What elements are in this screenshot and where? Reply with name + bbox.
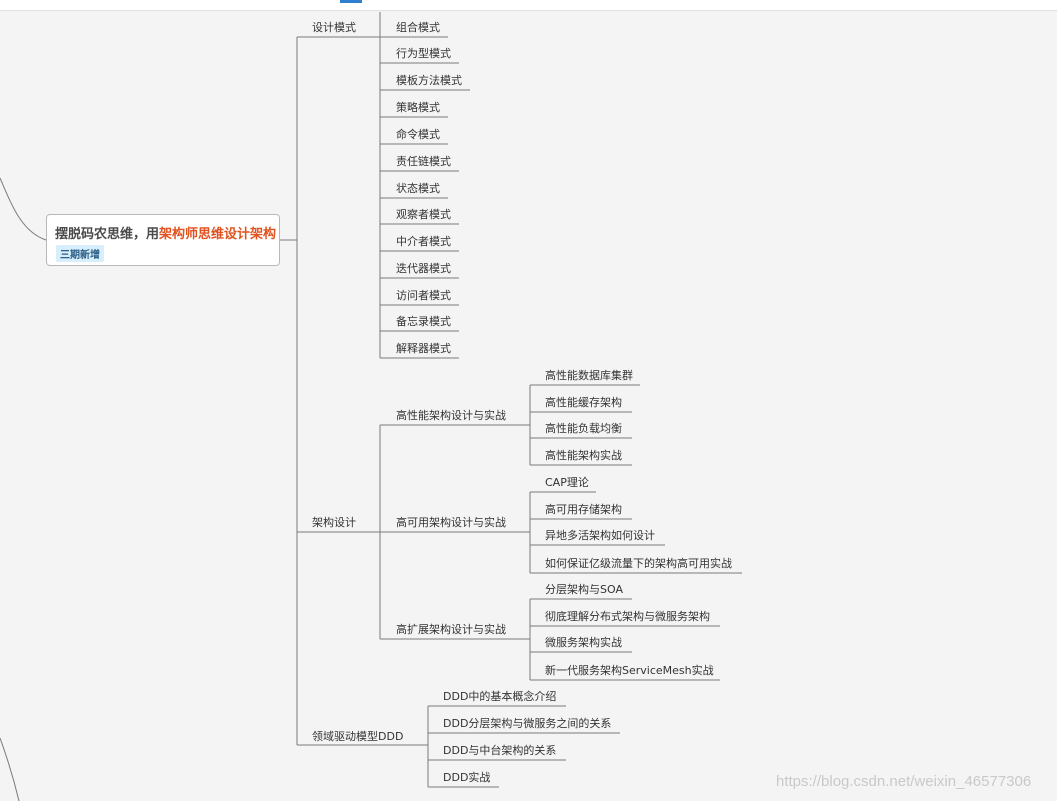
node-high-scalability[interactable]: 高扩展架构设计与实战	[396, 623, 506, 636]
root-title-highlight: 架构师思维设计架构	[159, 227, 277, 242]
top-bar	[0, 0, 1057, 11]
active-tab-indicator	[340, 0, 362, 3]
node-design-patterns[interactable]: 设计模式	[312, 21, 356, 34]
node-ddd[interactable]: 领域驱动模型DDD	[312, 730, 404, 743]
node-pattern[interactable]: 观察者模式	[396, 208, 451, 221]
node-pattern[interactable]: 备忘录模式	[396, 315, 451, 328]
node-pattern[interactable]: 访问者模式	[396, 289, 451, 302]
node-hp-item[interactable]: 高性能数据库集群	[545, 369, 633, 382]
root-tag-badge: 三期新增	[56, 245, 104, 262]
node-ddd-item[interactable]: DDD中的基本概念介绍	[443, 690, 557, 703]
node-pattern[interactable]: 中介者模式	[396, 235, 451, 248]
node-hp-item[interactable]: 高性能架构实战	[545, 449, 622, 462]
node-pattern[interactable]: 解释器模式	[396, 342, 451, 355]
root-title: 摆脱码农思维，用架构师思维设计架构	[55, 223, 276, 242]
node-high-performance[interactable]: 高性能架构设计与实战	[396, 409, 506, 422]
node-ddd-item[interactable]: DDD与中台架构的关系	[443, 744, 557, 757]
root-node[interactable]: 摆脱码农思维，用架构师思维设计架构 三期新增	[46, 214, 280, 266]
node-hp-item[interactable]: 高性能负载均衡	[545, 422, 622, 435]
watermark-url: https://blog.csdn.net/weixin_46577306	[776, 773, 1032, 790]
node-pattern[interactable]: 策略模式	[396, 101, 440, 114]
node-high-availability[interactable]: 高可用架构设计与实战	[396, 516, 506, 529]
node-pattern[interactable]: 模板方法模式	[396, 74, 462, 87]
node-hs-item[interactable]: 彻底理解分布式架构与微服务架构	[545, 610, 710, 623]
node-hs-item[interactable]: 微服务架构实战	[545, 636, 622, 649]
node-ha-item[interactable]: 异地多活架构如何设计	[545, 529, 655, 542]
node-ddd-item[interactable]: DDD分层架构与微服务之间的关系	[443, 717, 612, 730]
node-ha-item[interactable]: 高可用存储架构	[545, 503, 622, 516]
root-title-prefix: 摆脱码农思维，用	[55, 227, 160, 242]
node-pattern[interactable]: 命令模式	[396, 128, 440, 141]
node-pattern[interactable]: 责任链模式	[396, 155, 451, 168]
node-architecture[interactable]: 架构设计	[312, 516, 356, 529]
node-pattern[interactable]: 状态模式	[396, 182, 440, 195]
node-ha-item[interactable]: 如何保证亿级流量下的架构高可用实战	[545, 557, 732, 570]
node-pattern[interactable]: 行为型模式	[396, 47, 451, 60]
node-hs-item[interactable]: 分层架构与SOA	[545, 583, 623, 596]
node-hs-item[interactable]: 新一代服务架构ServiceMesh实战	[545, 664, 714, 677]
node-pattern[interactable]: 迭代器模式	[396, 262, 451, 275]
node-ddd-item[interactable]: DDD实战	[443, 771, 491, 784]
node-ha-item[interactable]: CAP理论	[545, 476, 589, 489]
node-pattern[interactable]: 组合模式	[396, 21, 440, 34]
node-hp-item[interactable]: 高性能缓存架构	[545, 396, 622, 409]
